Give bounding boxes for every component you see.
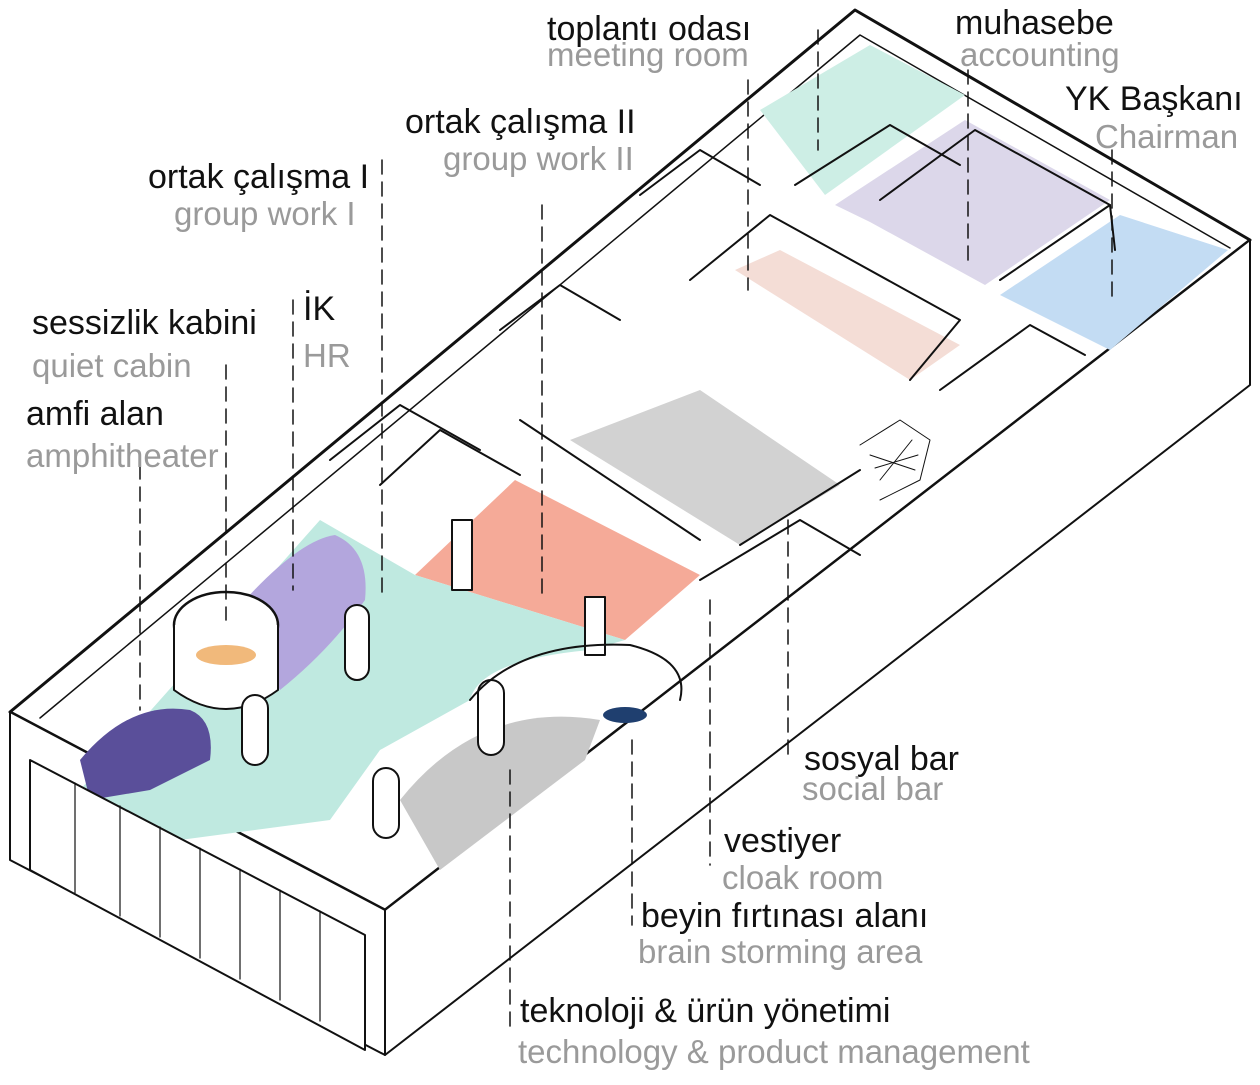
- group-work-2-zone: [735, 250, 960, 380]
- meeting-room-label-tr: toplantı odası: [547, 10, 752, 48]
- building-right-wall: [384, 239, 1251, 1056]
- brainstorm-gray-zone: [400, 716, 600, 870]
- accounting-zone: [835, 120, 1110, 285]
- leader-lines: [139, 29, 1113, 1031]
- social-bar-label-en: social bar: [802, 770, 944, 807]
- social-bar-label-tr: sosyal bar: [804, 740, 959, 778]
- meeting-zone: [760, 45, 965, 195]
- chairman-zone: [1000, 215, 1228, 350]
- brainstorm-label-tr: beyin fırtınası alanı: [641, 897, 929, 935]
- hr-salmon-zone: [415, 480, 700, 640]
- group-work-2-label-tr: ortak çalışma II: [405, 103, 636, 141]
- quiet-cabin-label-tr: sessizlik kabini: [32, 304, 257, 342]
- social-bar-zone: [570, 390, 840, 545]
- cloak-navy-spot: [603, 707, 647, 723]
- tech-label-en: technology & product management: [518, 1033, 1030, 1070]
- group-work-2-label-en: group work II: [443, 140, 634, 177]
- cloak-room-label-tr: vestiyer: [724, 822, 842, 860]
- accounting-label-en: accounting: [960, 36, 1120, 73]
- meeting-room-label-en: meeting room: [547, 36, 749, 73]
- cloak-room-label-en: cloak room: [722, 859, 884, 896]
- amphitheater-label-en: amphitheater: [26, 437, 219, 474]
- columns: [241, 519, 606, 839]
- amphitheater-label-tr: amfi alan: [26, 395, 164, 433]
- chairman-label-tr: YK Başkanı: [1065, 80, 1243, 118]
- group-work-1-label-en: group work I: [174, 195, 356, 232]
- chairman-label-en: Chairman: [1095, 118, 1239, 155]
- hr-label-en: HR: [303, 337, 351, 374]
- quiet-cabin-label-en: quiet cabin: [32, 347, 192, 384]
- partition-walls: [329, 124, 1116, 701]
- amphi-dark-zone: [80, 708, 211, 800]
- brainstorm-label-en: brain storming area: [638, 933, 923, 970]
- staircase: [859, 419, 931, 501]
- hr-label-tr: İK: [303, 290, 336, 328]
- tech-label-tr: teknoloji & ürün yönetimi: [520, 992, 891, 1030]
- group-work-1-label-tr: ortak çalışma I: [148, 158, 370, 196]
- accounting-label-tr: muhasebe: [955, 4, 1114, 42]
- glass-facade: [29, 759, 366, 1051]
- quiet-cabin-floor: [196, 645, 256, 665]
